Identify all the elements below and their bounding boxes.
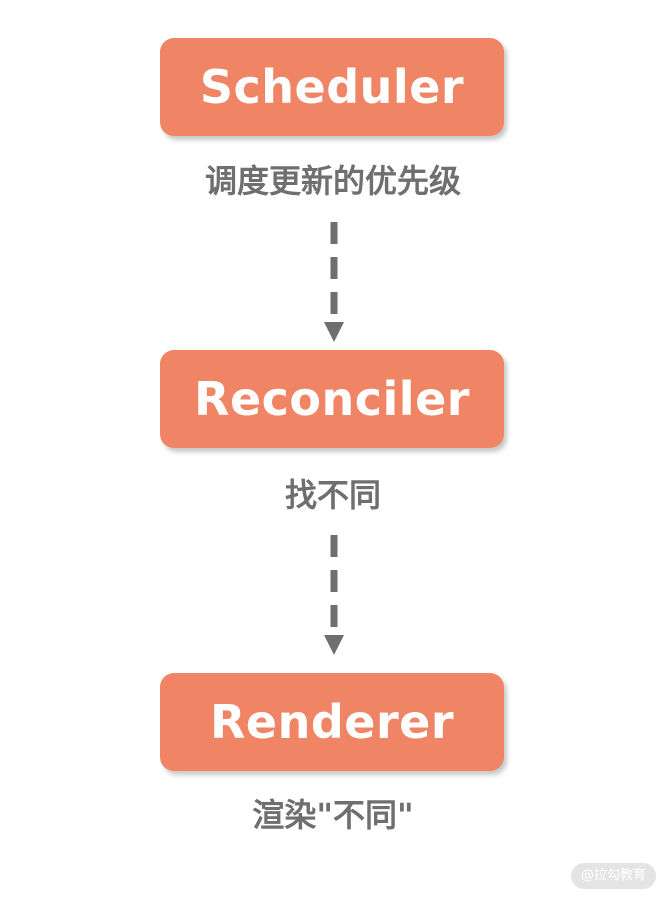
reconciler-node-label: Reconciler: [194, 372, 470, 426]
reconciler-node: Reconciler: [160, 350, 504, 448]
watermark-badge: @拉勾教育: [570, 863, 656, 889]
arrow-reconciler-to-renderer: [324, 535, 344, 655]
arrow-scheduler-to-reconciler: [324, 222, 344, 342]
renderer-node: Renderer: [160, 673, 504, 771]
arrow-2-head: [324, 635, 344, 655]
scheduler-node: Scheduler: [160, 38, 504, 136]
scheduler-caption: 调度更新的优先级: [204, 162, 461, 200]
scheduler-node-label: Scheduler: [199, 60, 465, 114]
renderer-caption: 渲染"不同": [252, 796, 414, 834]
arrow-1-head: [324, 322, 344, 342]
renderer-node-label: Renderer: [209, 695, 455, 749]
reconciler-caption: 找不同: [284, 476, 381, 514]
